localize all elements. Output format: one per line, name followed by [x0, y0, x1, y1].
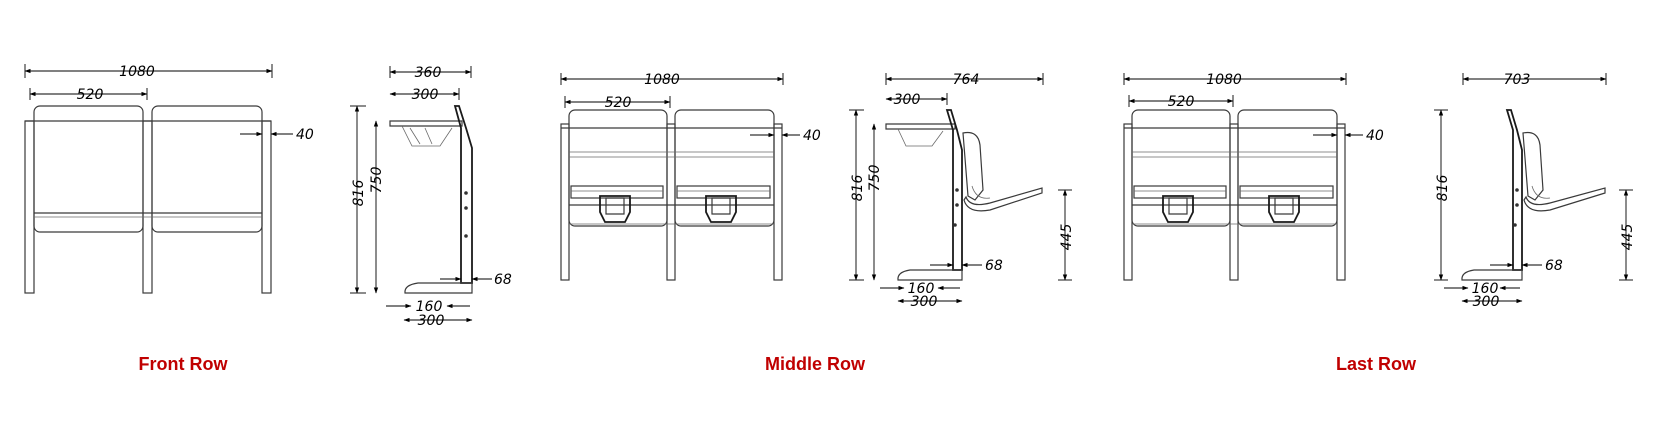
last-row-seat-height-label: 445: [1620, 224, 1636, 251]
last-row-width-label: 1080: [1206, 72, 1242, 88]
front-row-seat-width-label: 520: [77, 87, 104, 103]
front-row-side-view: 360 300 816 750 68 160 300: [350, 65, 512, 329]
middle-row-depth-label: 764: [953, 72, 980, 88]
last-row-side-view: 703 816 445 68 160 300: [1434, 72, 1636, 310]
middle-row-seat-height-label: 445: [1059, 224, 1075, 251]
middle-row-base-outer-label: 300: [911, 294, 938, 310]
front-row-foot-height-label: 68: [494, 272, 512, 288]
front-row-base-inner-label: 160: [416, 299, 443, 315]
middle-row-base-inner-label: 160: [908, 281, 935, 297]
middle-row-side-view: 764 300 816 750 445 68 160 300: [849, 72, 1075, 310]
middle-row-seat-width-label: 520: [605, 95, 632, 111]
last-row-seat-width-label: 520: [1168, 94, 1195, 110]
last-row-base-inner-label: 160: [1472, 281, 1499, 297]
last-row-armrest-label: 40: [1366, 128, 1384, 144]
last-row-depth-label: 703: [1504, 72, 1531, 88]
middle-row-height-total-label: 816: [850, 175, 866, 202]
front-row-desk-inner-label: 300: [412, 87, 439, 103]
last-row-caption: Last Row: [1335, 354, 1417, 374]
middle-row-caption: Middle Row: [765, 354, 865, 374]
front-row-armrest-label: 40: [296, 127, 314, 143]
front-row-caption: Front Row: [138, 354, 228, 374]
front-row-front-view: 1080 520 40: [24, 64, 314, 294]
middle-row-front-view: 1080 520 40: [560, 72, 821, 281]
last-row-height-total-label: 816: [1435, 175, 1451, 202]
front-row-height-desk-label: 750: [369, 167, 385, 194]
middle-row-width-label: 1080: [644, 72, 680, 88]
middle-row-foot-height-label: 68: [985, 258, 1003, 274]
front-row-base-outer-label: 300: [418, 313, 445, 329]
front-row-desk-depth-label: 360: [415, 65, 442, 81]
front-row-height-total-label: 816: [351, 180, 367, 207]
last-row-front-view: 1080 520 40: [1123, 72, 1384, 281]
middle-row-desk-inner-label: 300: [894, 92, 921, 108]
front-row-width-label: 1080: [119, 64, 155, 80]
middle-row-armrest-label: 40: [803, 128, 821, 144]
last-row-foot-height-label: 68: [1545, 258, 1563, 274]
middle-row-height-desk-label: 750: [867, 165, 883, 192]
last-row-base-outer-label: 300: [1473, 294, 1500, 310]
